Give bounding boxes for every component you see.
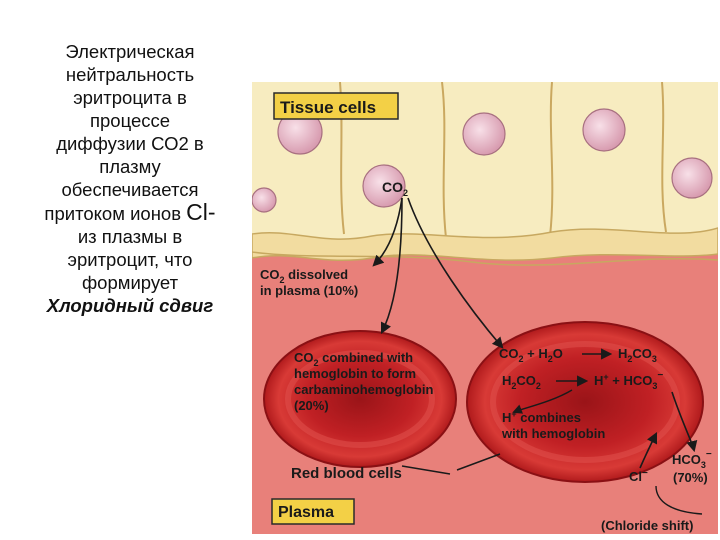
combined-label-line2: hemoglobin to form <box>294 366 416 381</box>
basement-membrane <box>251 251 719 266</box>
chloride-shift-bracket <box>655 485 703 515</box>
cell-nucleus <box>362 164 406 208</box>
caption-line: эритроцита в <box>73 87 187 108</box>
chloride-shift-label: (Chloride shift) <box>601 518 693 533</box>
tissue-cells-label-box <box>273 92 399 120</box>
arrow-to-dissolved <box>372 197 403 267</box>
hplus-combines-line2: with hemoglobin <box>501 426 605 441</box>
equation-2-left: H2CO2 <box>502 373 541 391</box>
red-blood-cell-right <box>466 321 704 483</box>
red-blood-cells-label: Red blood cells <box>291 465 402 482</box>
plasma-label-box <box>271 498 355 525</box>
rbc-label-pointers <box>401 453 501 475</box>
combined-label-line1: CO2 combined with <box>294 350 413 368</box>
chloride-label: Cl− <box>629 468 648 484</box>
caption-line: из плазмы в <box>77 226 183 247</box>
cell-nucleus <box>671 157 713 199</box>
caption-line: плазму <box>99 156 161 177</box>
arrow-to-right-rbc <box>407 197 504 349</box>
hco3-plasma-label: HCO3− <box>672 449 712 470</box>
caption-text: Электрическая нейтральность эритроцита в… <box>10 40 250 317</box>
hplus-combines-line1: H+ combines <box>502 409 581 425</box>
diagram-canvas: Tissue cells CO2 CO2 dissolved in plasma… <box>251 81 719 534</box>
cell-nucleus <box>462 112 506 156</box>
tissue-cells-label: Tissue cells <box>280 98 376 117</box>
caption-line: процессе <box>89 110 171 131</box>
caption-line: Электрическая <box>65 41 195 62</box>
co2-tissue-label: CO2 <box>382 179 408 198</box>
chloride-in-arrow <box>639 431 658 469</box>
caption-line: формирует <box>81 272 179 293</box>
co2-transport-diagram: Tissue cells CO2 CO2 dissolved in plasma… <box>251 81 719 539</box>
cell-nucleus <box>582 108 626 152</box>
cell-nucleus <box>251 187 277 213</box>
plasma-label: Plasma <box>278 504 334 521</box>
arrow-to-combined <box>380 197 403 335</box>
caption-line: обеспечивается <box>61 179 199 200</box>
dissolved-label-line1: CO2 dissolved <box>260 267 348 285</box>
caption-emphasis: Хлоридный сдвиг <box>46 295 214 316</box>
hco3-percent-label: (70%) <box>673 470 708 485</box>
equation-1-left: CO2 + H2O <box>499 346 563 364</box>
equation-1-right: H2CO3 <box>618 346 657 364</box>
combined-label-line3: carbaminohemoglobin <box>294 382 433 397</box>
caption-line-cl: притоком ионов Cl- <box>10 201 250 225</box>
caption-line: нейтральность <box>65 64 195 85</box>
caption-line: диффузии СО2 в <box>56 133 204 154</box>
equation-2-right: H+ + HCO3− <box>594 370 663 391</box>
caption-line: эритроцит, что <box>67 249 193 270</box>
hplus-arrow <box>512 389 573 414</box>
caption-line: притоком ионов <box>44 203 187 224</box>
dissolved-label-line2: in plasma (10%) <box>260 283 358 298</box>
bicarbonate-out-arrow <box>671 391 698 453</box>
combined-label-line4: (20%) <box>294 398 329 413</box>
chloride-ion-label: Cl- <box>186 199 216 225</box>
